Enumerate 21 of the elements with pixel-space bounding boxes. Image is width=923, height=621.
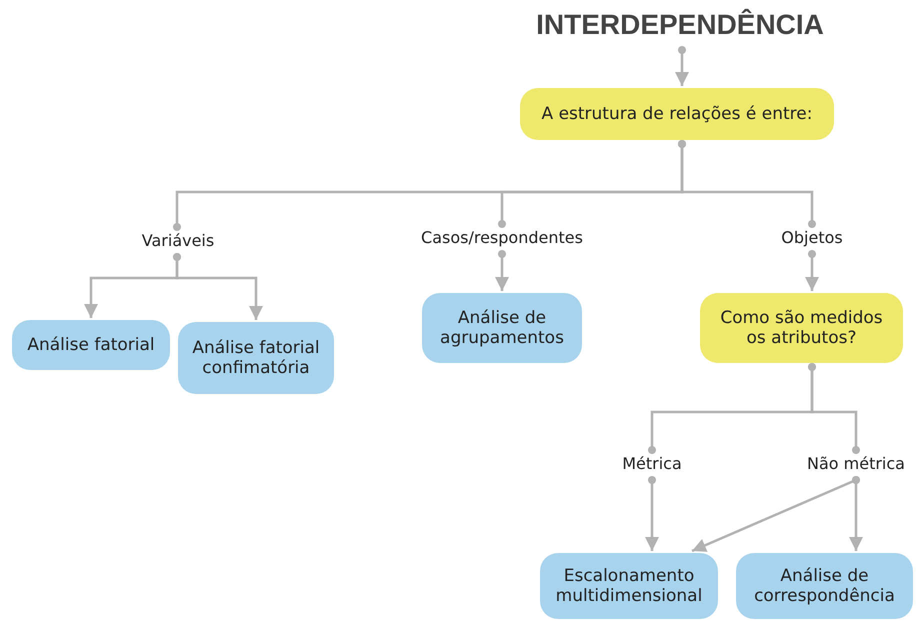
method-box: Escalonamento multidimensional [540, 553, 718, 619]
method-box: Análise fatorial [12, 320, 170, 370]
method-box: Análise de correspondência [736, 553, 913, 619]
category-label: Casos/respondentes [400, 226, 604, 250]
arrow [645, 476, 659, 551]
arrow [805, 250, 819, 291]
category-label: Métrica [602, 452, 702, 476]
question-box: A estrutura de relações é entre: [520, 88, 834, 140]
connector-line [808, 363, 860, 454]
connector-line [678, 140, 816, 228]
category-label: Objetos [765, 226, 859, 250]
arrow [849, 476, 863, 551]
arrow [495, 250, 509, 291]
question-box: Como são medidos os atributos? [700, 293, 903, 363]
arrow [675, 46, 689, 86]
method-box: Análise fatorial confimatória [178, 322, 334, 394]
category-label: Variáveis [128, 229, 228, 253]
category-label: Não métrica [790, 452, 922, 476]
title-text: INTERDEPENDÊNCIA [530, 4, 830, 46]
method-box: Análise de agrupamentos [422, 293, 582, 363]
arrow [173, 253, 263, 320]
